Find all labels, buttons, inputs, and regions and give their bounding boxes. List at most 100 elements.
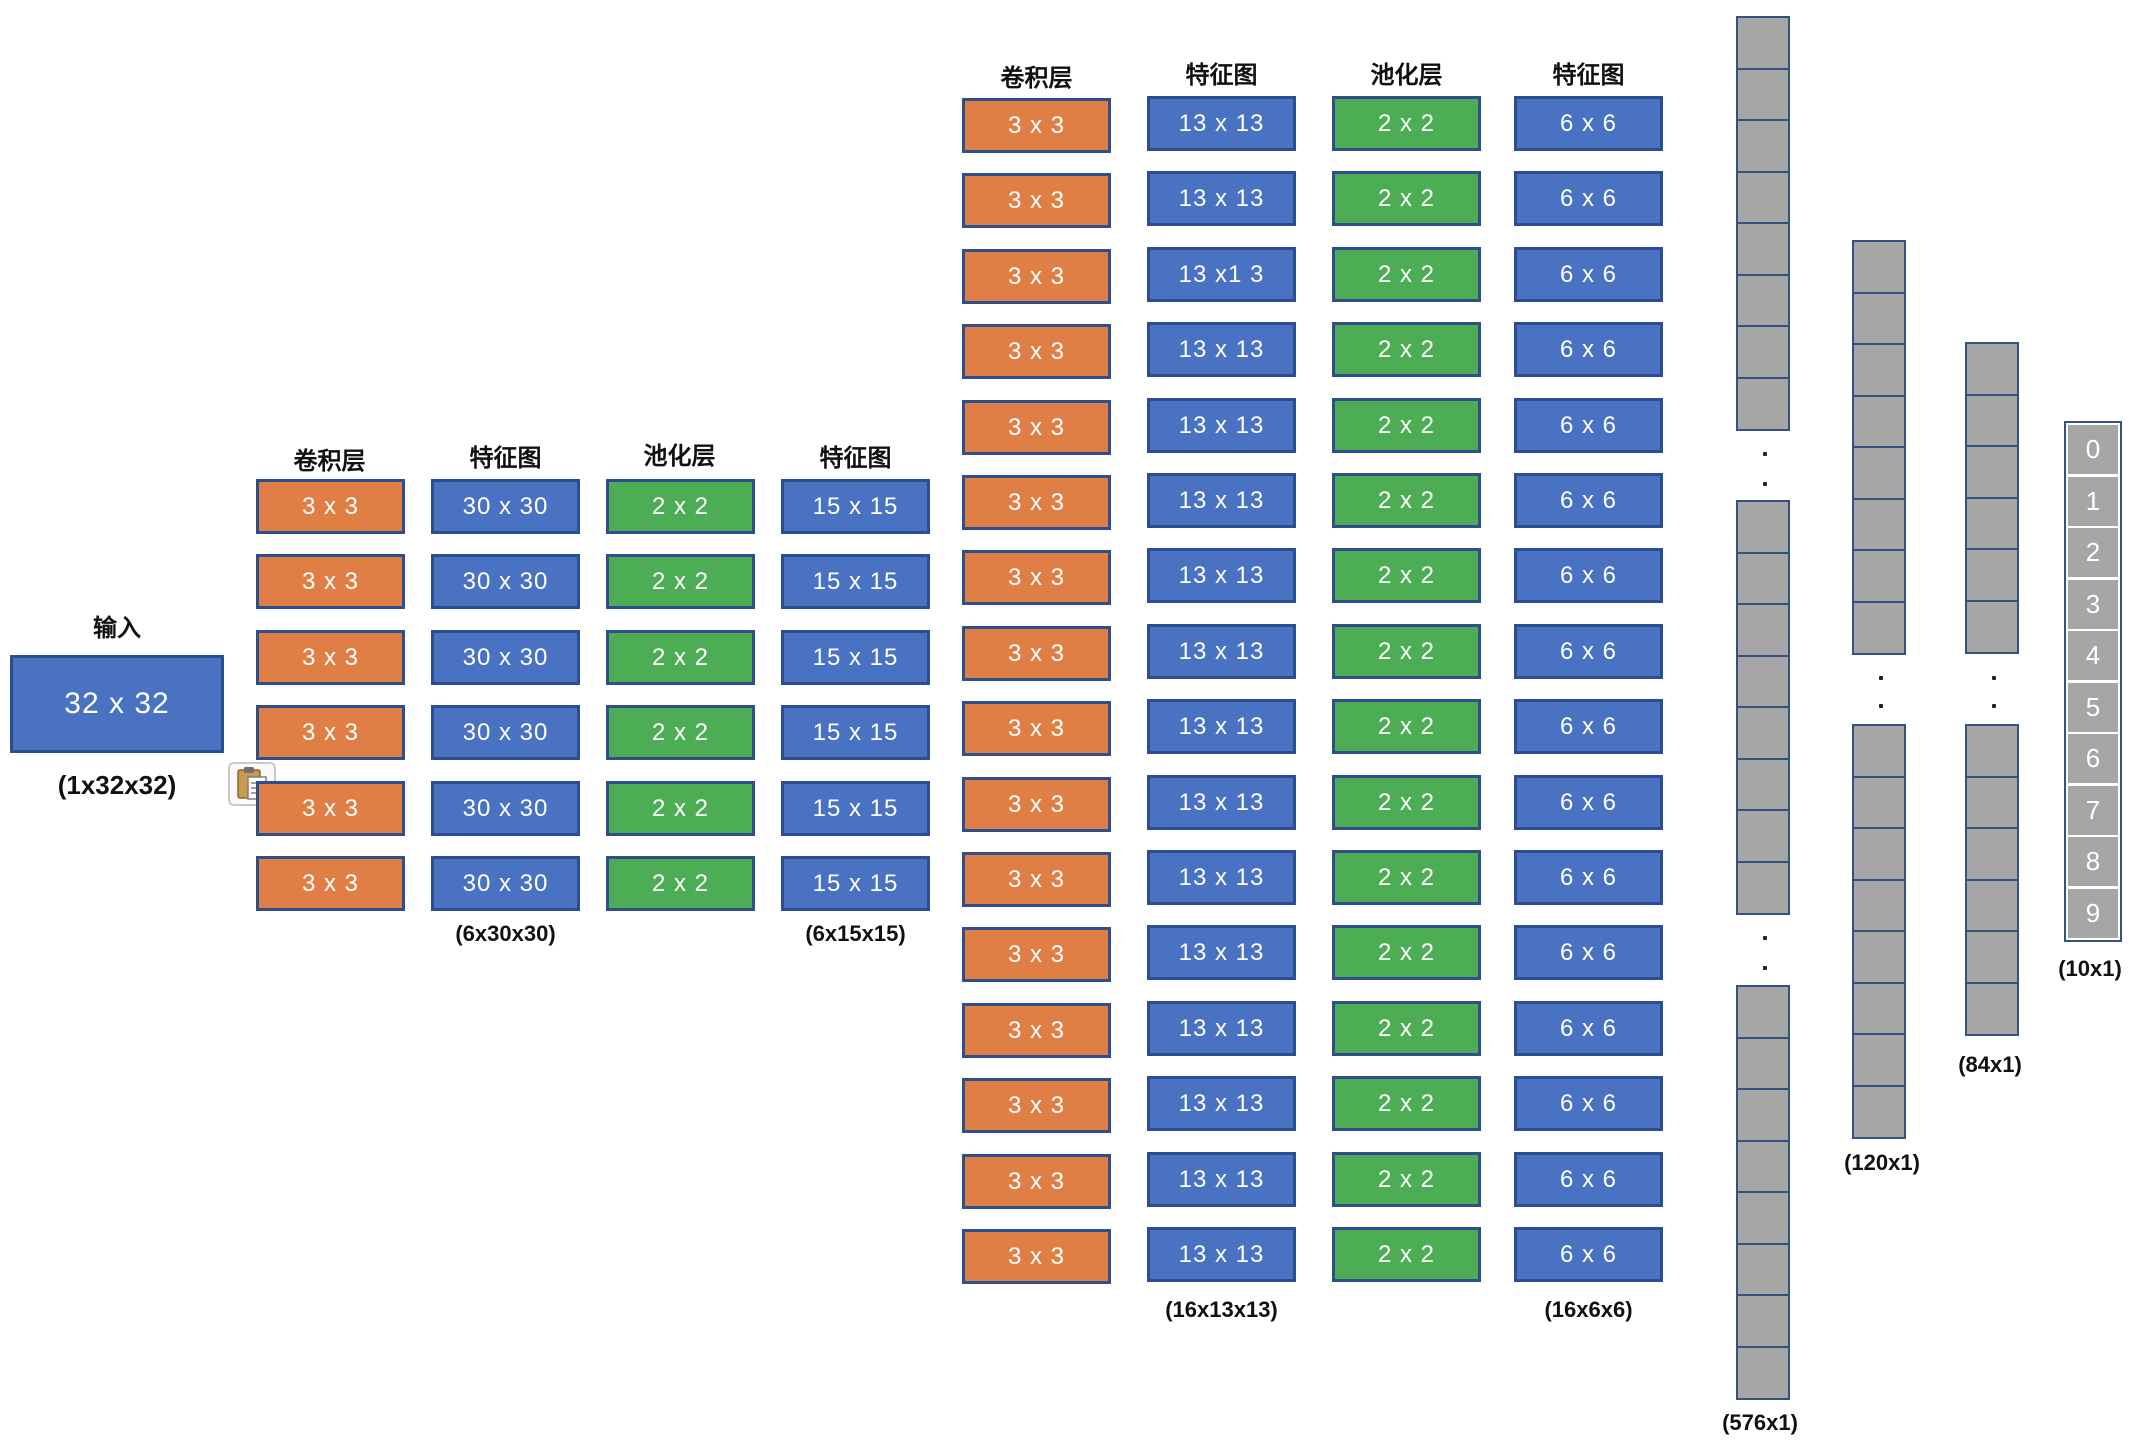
stage1-pool-box-label: 2 x 2 xyxy=(651,567,710,595)
output-cell: 9 xyxy=(2066,887,2120,940)
stage2-feature2-box: 6 x 6 xyxy=(1514,247,1663,302)
output-cell: 6 xyxy=(2066,732,2120,785)
flatten-vector-ellipsis-dot xyxy=(1763,482,1767,486)
stage1-conv-box: 3 x 3 xyxy=(256,856,405,911)
stage2-pool-box-label: 2 x 2 xyxy=(1377,637,1436,665)
stage2-conv-box-label: 3 x 3 xyxy=(1007,1167,1066,1195)
stage1-feature2-box: 15 x 15 xyxy=(781,856,930,911)
fc2-vector-cell xyxy=(1965,776,2019,830)
stage2-feature1-box: 13 x 13 xyxy=(1147,850,1296,905)
stage2-conv-box: 3 x 3 xyxy=(962,701,1111,756)
flatten-vector-cell xyxy=(1736,1346,1790,1400)
stage2-conv-box-label: 3 x 3 xyxy=(1007,488,1066,516)
fc2-vector-ellipsis-dot xyxy=(1992,704,1996,708)
stage2-conv-box: 3 x 3 xyxy=(962,1154,1111,1209)
flatten-vector-cell xyxy=(1736,171,1790,225)
stage2-conv-box-label: 3 x 3 xyxy=(1007,262,1066,290)
stage2-feature2-box-label: 6 x 6 xyxy=(1559,561,1618,589)
stage1-feature1-box: 30 x 30 xyxy=(431,705,580,760)
stage2-conv-box: 3 x 3 xyxy=(962,98,1111,153)
output-cell: 8 xyxy=(2066,835,2120,888)
stage2-feature1-box: 13 x 13 xyxy=(1147,322,1296,377)
fc1-vector-cell xyxy=(1852,930,1906,984)
flatten-vector-ellipsis-dot xyxy=(1763,936,1767,940)
stage2-feature1-box: 13 x1 3 xyxy=(1147,247,1296,302)
stage2-feature1-box-label: 13 x1 3 xyxy=(1178,260,1265,288)
stage2-feature1-box-label: 13 x 13 xyxy=(1178,637,1265,665)
stage1-feature2-header: 特征图 xyxy=(819,445,892,472)
flatten-vector-cell xyxy=(1736,274,1790,328)
stage2-pool-box: 2 x 2 xyxy=(1332,1227,1481,1282)
stage2-feature2-box: 6 x 6 xyxy=(1514,850,1663,905)
stage2-feature1-header: 特征图 xyxy=(1185,62,1258,89)
flatten-vector-cell xyxy=(1736,861,1790,915)
stage1-feature2-box: 15 x 15 xyxy=(781,630,930,685)
stage2-feature1-box: 13 x 13 xyxy=(1147,699,1296,754)
stage1-conv-box: 3 x 3 xyxy=(256,705,405,760)
stage1-pool-box-label: 2 x 2 xyxy=(651,643,710,671)
flatten-vector-cell xyxy=(1736,1037,1790,1091)
input-title: 输入 xyxy=(93,615,141,642)
stage2-feature1-box-label: 13 x 13 xyxy=(1178,109,1265,137)
flatten-vector-cell xyxy=(1736,809,1790,863)
output-cell: 3 xyxy=(2066,578,2120,631)
fc1-vector-ellipsis-dot xyxy=(1879,676,1883,680)
flatten-vector-cell xyxy=(1736,1243,1790,1297)
fc2-vector-cell xyxy=(1965,497,2019,551)
stage2-pool-box: 2 x 2 xyxy=(1332,624,1481,679)
fc2-vector-ellipsis-dot xyxy=(1992,676,1996,680)
stage2-pool-box-label: 2 x 2 xyxy=(1377,184,1436,212)
stage1-feature1-box-label: 30 x 30 xyxy=(462,643,549,671)
output-cell-label: 9 xyxy=(2085,898,2101,928)
stage2-pool-box: 2 x 2 xyxy=(1332,398,1481,453)
flatten-vector-cell xyxy=(1736,1140,1790,1194)
stage1-pool-box: 2 x 2 xyxy=(606,705,755,760)
stage1-feature1-header: 特征图 xyxy=(469,445,542,472)
stage2-conv-box-label: 3 x 3 xyxy=(1007,790,1066,818)
stage2-conv-box-label: 3 x 3 xyxy=(1007,1242,1066,1270)
stage2-conv-box: 3 x 3 xyxy=(962,1229,1111,1284)
stage1-conv-box: 3 x 3 xyxy=(256,479,405,534)
output-cell: 4 xyxy=(2066,629,2120,682)
fc1-dims: (120x1) xyxy=(1844,1150,1920,1175)
stage1-feature2-box-label: 15 x 15 xyxy=(812,492,899,520)
stage2-feature1-box: 13 x 13 xyxy=(1147,775,1296,830)
output-cell-label: 6 xyxy=(2085,743,2101,773)
stage1-feature1-box-label: 30 x 30 xyxy=(462,869,549,897)
stage2-feature2-box: 6 x 6 xyxy=(1514,548,1663,603)
stage2-pool-box-label: 2 x 2 xyxy=(1377,1240,1436,1268)
stage2-pool-box-label: 2 x 2 xyxy=(1377,863,1436,891)
flatten-vector-cell xyxy=(1736,1294,1790,1348)
stage2-feature2-dims: (16x6x6) xyxy=(1544,1297,1633,1322)
flatten-vector-cell xyxy=(1736,603,1790,657)
flatten-vector-cell xyxy=(1736,655,1790,709)
stage2-pool-box: 2 x 2 xyxy=(1332,925,1481,980)
stage1-feature1-box: 30 x 30 xyxy=(431,554,580,609)
flatten-vector-cell xyxy=(1736,1191,1790,1245)
stage2-feature2-box: 6 x 6 xyxy=(1514,1227,1663,1282)
stage2-conv-box-label: 3 x 3 xyxy=(1007,639,1066,667)
stage2-conv-box: 3 x 3 xyxy=(962,777,1111,832)
stage1-pool-box: 2 x 2 xyxy=(606,630,755,685)
flatten-vector-cell xyxy=(1736,552,1790,606)
stage2-feature1-box: 13 x 13 xyxy=(1147,925,1296,980)
flatten-vector-ellipsis-dot xyxy=(1763,452,1767,456)
fc1-vector-cell xyxy=(1852,776,1906,830)
fc1-vector-cell xyxy=(1852,446,1906,500)
stage2-conv-box: 3 x 3 xyxy=(962,249,1111,304)
stage1-feature1-box: 30 x 30 xyxy=(431,630,580,685)
stage1-feature2-box-label: 15 x 15 xyxy=(812,794,899,822)
stage2-feature2-box: 6 x 6 xyxy=(1514,322,1663,377)
stage2-feature1-dims: (16x13x13) xyxy=(1165,1297,1278,1322)
stage2-feature2-box: 6 x 6 xyxy=(1514,775,1663,830)
flatten-vector-cell xyxy=(1736,16,1790,70)
stage2-conv-box: 3 x 3 xyxy=(962,550,1111,605)
stage1-conv-box-label: 3 x 3 xyxy=(301,718,360,746)
stage2-feature1-box: 13 x 13 xyxy=(1147,624,1296,679)
stage2-conv-box-label: 3 x 3 xyxy=(1007,563,1066,591)
stage1-feature2-box-label: 15 x 15 xyxy=(812,718,899,746)
output-cell: 1 xyxy=(2066,475,2120,528)
stage2-pool-box: 2 x 2 xyxy=(1332,247,1481,302)
stage2-feature2-box-label: 6 x 6 xyxy=(1559,1165,1618,1193)
